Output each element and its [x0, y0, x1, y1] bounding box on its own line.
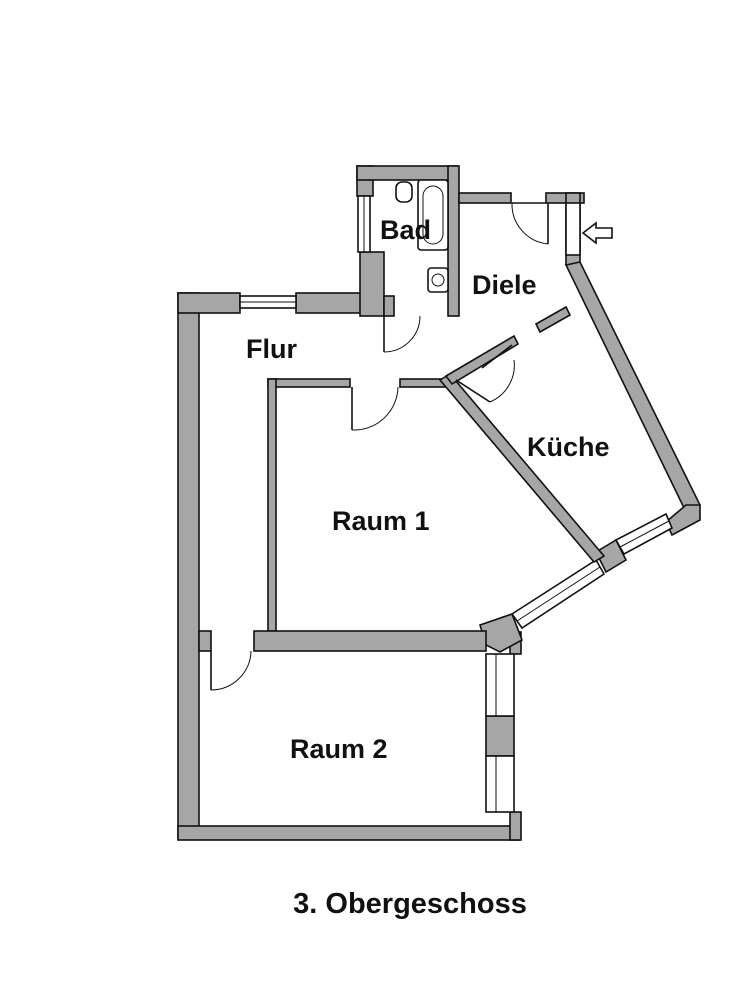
- interior-walls: [198, 295, 606, 652]
- entrance-arrow-icon: [581, 221, 613, 245]
- wall-bad-left-lower: [359, 251, 385, 317]
- wall-kueche-bottom-corner: [665, 504, 701, 537]
- wall-bad-right: [447, 165, 460, 317]
- floor-caption: 3. Obergeschoss: [293, 888, 527, 920]
- toilet: [395, 181, 413, 203]
- window-entrance: [565, 202, 581, 256]
- wall-bottom: [177, 825, 520, 841]
- room-label-raum2: Raum 2: [290, 734, 388, 764]
- bathroom-fixtures: [395, 179, 449, 293]
- wall-flur-top-left: [177, 292, 241, 314]
- wall-raum2-right-bottom: [509, 811, 522, 841]
- room-label-diele: Diele: [472, 270, 537, 300]
- wall-raum1-angled: [594, 538, 628, 574]
- window-raum2-right-upper: [485, 653, 515, 717]
- outer-walls: [177, 165, 702, 841]
- bathtub: [417, 179, 449, 251]
- windows: [239, 195, 674, 813]
- room-label-kueche: Küche: [527, 432, 610, 462]
- room-label-bad: Bad: [380, 215, 431, 245]
- wall-kueche-outer: [564, 261, 702, 514]
- room-label-flur: Flur: [246, 334, 297, 364]
- wall-diele-top-right: [545, 192, 585, 204]
- wall-bad-top: [356, 165, 458, 181]
- wall-diele-top: [458, 192, 512, 204]
- room-label-raum1: Raum 1: [332, 506, 430, 536]
- washbasin: [427, 267, 449, 293]
- wall-raum2-right-pillar: [485, 715, 515, 757]
- window-raum2-right-lower: [485, 755, 515, 813]
- wall-left: [177, 292, 200, 839]
- doors: [210, 202, 549, 691]
